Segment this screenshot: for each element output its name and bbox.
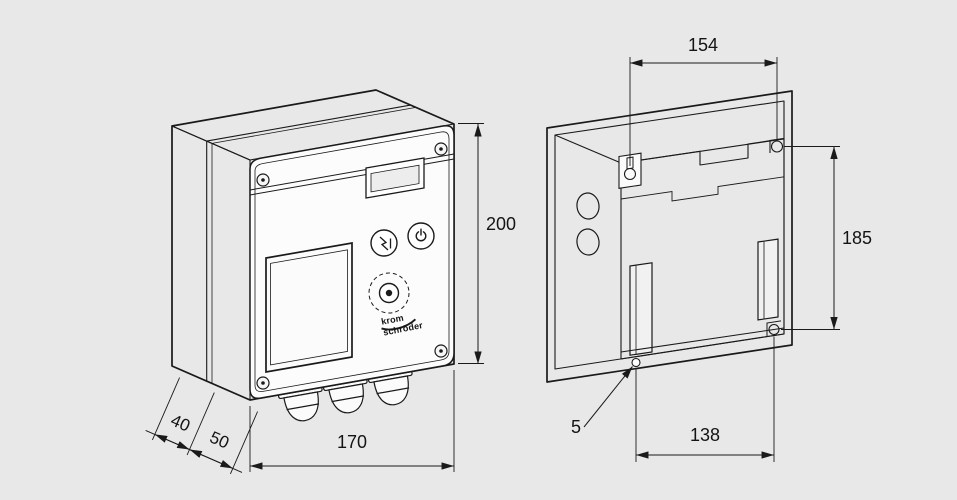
dim-label-bottom-spacing: 138 [690, 425, 720, 445]
panel-screws [256, 142, 448, 390]
housing-seam-line [206, 104, 417, 384]
housing-rim-outer [546, 90, 793, 383]
dim-label-side-height: 185 [842, 228, 872, 248]
panel-screw [434, 142, 448, 156]
enclosure-side-face [171, 125, 251, 401]
dim-label-depth-rear: 40 [168, 411, 193, 436]
knockout-hole [576, 192, 600, 220]
dim-top-width: 154 [629, 35, 778, 166]
front-panel-inner-border [254, 131, 450, 393]
dim-label-top-width: 154 [688, 35, 718, 55]
housing-rim-inner [554, 100, 785, 370]
ignition-button [368, 272, 410, 314]
mounting-hole-top-right [769, 137, 785, 153]
viewing-window [265, 241, 353, 374]
dim-side-height: 185 [781, 146, 872, 330]
brand-logo-line1: krom [380, 313, 404, 327]
reset-button [370, 229, 398, 257]
knockout-hole [576, 228, 600, 256]
power-button [407, 222, 435, 250]
panel-screw [434, 344, 448, 358]
rear-view: 154 185 138 5 [546, 35, 872, 462]
dim-bottom-spacing: 138 [635, 336, 775, 462]
dim-label-width: 170 [337, 432, 367, 452]
dashed-marking-circle [368, 272, 410, 314]
dim-width: 170 [249, 370, 455, 472]
reset-icon [379, 236, 389, 251]
display-screen [370, 164, 420, 193]
slot-cutout-left [629, 262, 653, 356]
dim-height: 200 [458, 123, 516, 364]
dim-label-hole-diameter: 5 [571, 417, 581, 437]
power-icon [415, 231, 427, 242]
dim-label-height: 200 [486, 214, 516, 234]
mounting-hole-bottom-right [766, 320, 782, 337]
brand-logo: krom schröder [380, 313, 424, 338]
mounting-keyhole [618, 152, 642, 189]
dim-depth: 40 50 [145, 377, 259, 475]
dim-label-depth-door: 50 [207, 428, 232, 453]
back-wall [620, 138, 785, 360]
rim-corner-edge [554, 134, 622, 164]
panel-screw [256, 173, 270, 187]
enclosure-silhouette [171, 89, 455, 401]
slot-cutout-right [757, 238, 779, 321]
back-wall-bottom-ledge [620, 327, 785, 353]
back-wall-step-edge [640, 140, 771, 166]
back-wall-contour [620, 176, 785, 202]
mounting-hole-bottom-left [631, 357, 641, 368]
logo-swoosh [381, 318, 417, 331]
panel-screw [256, 376, 270, 390]
dim-hole-diameter: 5 [571, 366, 633, 437]
front-view: krom schröder 200 170 40 50 [145, 89, 516, 475]
viewing-window-inner [270, 249, 348, 366]
display-window [365, 157, 425, 199]
